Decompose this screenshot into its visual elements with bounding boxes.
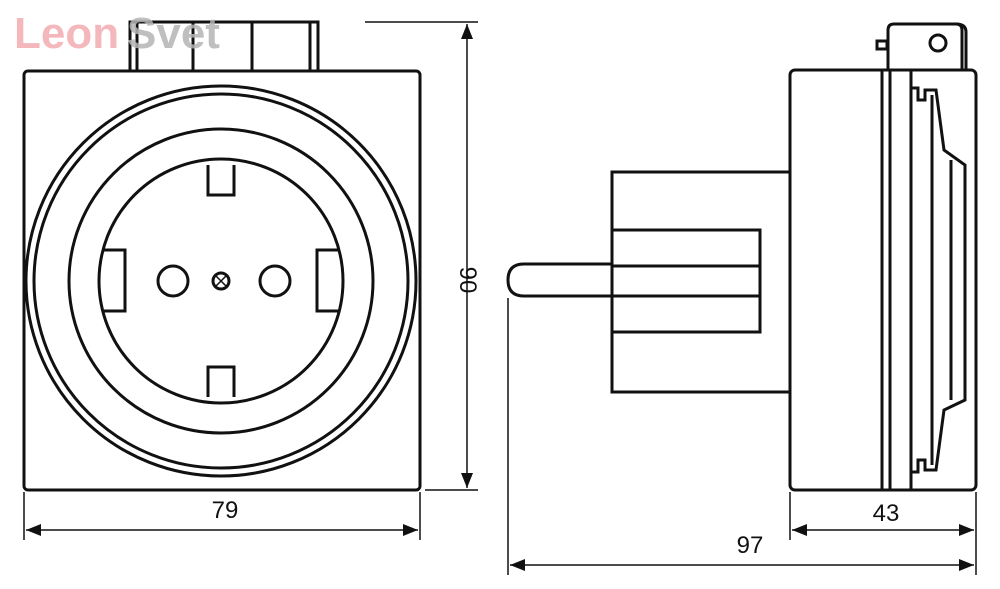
pin-hole-left xyxy=(156,264,190,298)
dimension-lines xyxy=(23,21,977,575)
dimension-height-label: 90 xyxy=(454,267,481,294)
dimension-total-depth-label: 97 xyxy=(737,532,764,559)
outer-ring xyxy=(24,84,418,478)
pin-hole-right xyxy=(258,264,292,298)
leonsvet-watermark-logo: Leon Svet xyxy=(14,9,220,58)
earth-contacts xyxy=(103,165,339,397)
front-view xyxy=(22,20,422,492)
plug-body xyxy=(610,170,792,394)
socket-recess xyxy=(97,157,345,405)
dimension-depth-label: 43 xyxy=(873,500,900,527)
front-housing xyxy=(22,69,422,492)
watermark-part1: Leon xyxy=(14,9,119,58)
plug-pin xyxy=(506,262,612,298)
dimension-width-label: 79 xyxy=(212,497,239,524)
screw-icon xyxy=(211,271,231,291)
side-view xyxy=(506,22,978,492)
lid-tab xyxy=(886,22,964,70)
watermark-part2: Svet xyxy=(127,9,220,58)
